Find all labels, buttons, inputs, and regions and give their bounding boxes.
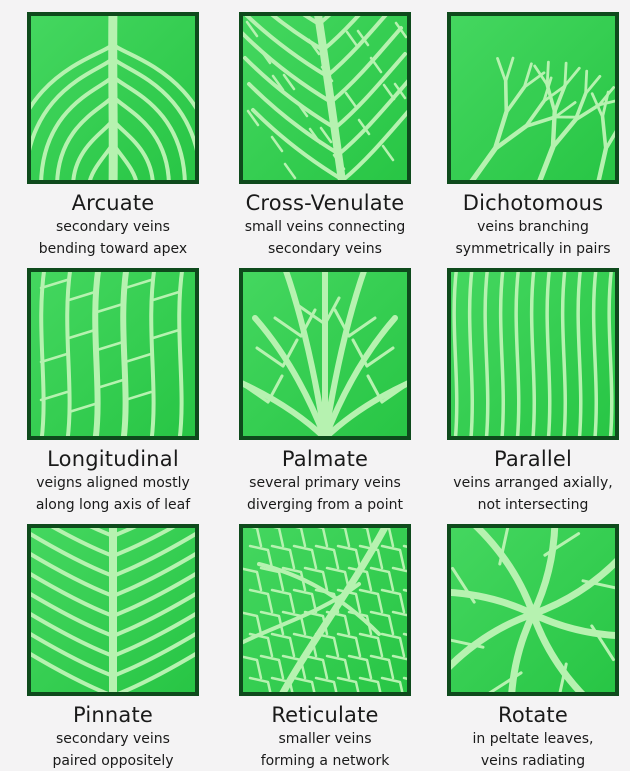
panel-longitudinal: Longitudinal veigns aligned mostly along… (13, 268, 213, 515)
palmate-venation-icon (239, 268, 411, 440)
panel-cross-venulate: Cross-Venulate small veins connecting se… (225, 12, 425, 259)
dichotomous-venation-icon (447, 12, 619, 184)
panel-description-line-2: secondary veins (225, 239, 425, 259)
rotate-venation-icon (447, 524, 619, 696)
parallel-venation-icon (447, 268, 619, 440)
panel-description-line-1: smaller veins (225, 729, 425, 749)
panel-parallel: Parallel veins arranged axially, not int… (433, 268, 630, 515)
longitudinal-venation-icon (27, 268, 199, 440)
panel-title: Longitudinal (13, 447, 213, 471)
panel-title: Pinnate (13, 703, 213, 727)
panel-reticulate: Reticulate smaller veins forming a netwo… (225, 524, 425, 771)
panel-title: Rotate (433, 703, 630, 727)
panel-title: Cross-Venulate (225, 191, 425, 215)
panel-description-line-1: veins branching (433, 217, 630, 237)
panel-description-line-1: veins arranged axially, (433, 473, 630, 493)
panel-description-line-2: diverging from a point (225, 495, 425, 515)
cross-venulate-venation-icon (239, 12, 411, 184)
panel-arcuate: Arcuate secondary veins bending toward a… (13, 12, 213, 259)
panel-title: Palmate (225, 447, 425, 471)
panel-description-line-2: paired oppositely (13, 751, 213, 771)
reticulate-venation-icon (239, 524, 411, 696)
panel-description-line-2: symmetrically in pairs (433, 239, 630, 259)
panel-rotate: Rotate in peltate leaves, veins radiatin… (433, 524, 630, 771)
panel-pinnate: Pinnate secondary veins paired oppositel… (13, 524, 213, 771)
pinnate-venation-icon (27, 524, 199, 696)
panel-description-line-2: not intersecting (433, 495, 630, 515)
panel-palmate: Palmate several primary veins diverging … (225, 268, 425, 515)
panel-description-line-1: several primary veins (225, 473, 425, 493)
panel-title: Arcuate (13, 191, 213, 215)
panel-description-line-1: veigns aligned mostly (13, 473, 213, 493)
panel-description-line-2: forming a network (225, 751, 425, 771)
panel-description-line-1: in peltate leaves, (433, 729, 630, 749)
panel-description-line-2: veins radiating (433, 751, 630, 771)
panel-description-line-1: secondary veins (13, 729, 213, 749)
panel-description-line-1: secondary veins (13, 217, 213, 237)
panel-title: Reticulate (225, 703, 425, 727)
panel-dichotomous: Dichotomous veins branching symmetricall… (433, 12, 630, 259)
panel-description-line-2: along long axis of leaf (13, 495, 213, 515)
panel-description-line-2: bending toward apex (13, 239, 213, 259)
panel-description-line-1: small veins connecting (225, 217, 425, 237)
arcuate-venation-icon (27, 12, 199, 184)
panel-title: Parallel (433, 447, 630, 471)
panel-title: Dichotomous (433, 191, 630, 215)
